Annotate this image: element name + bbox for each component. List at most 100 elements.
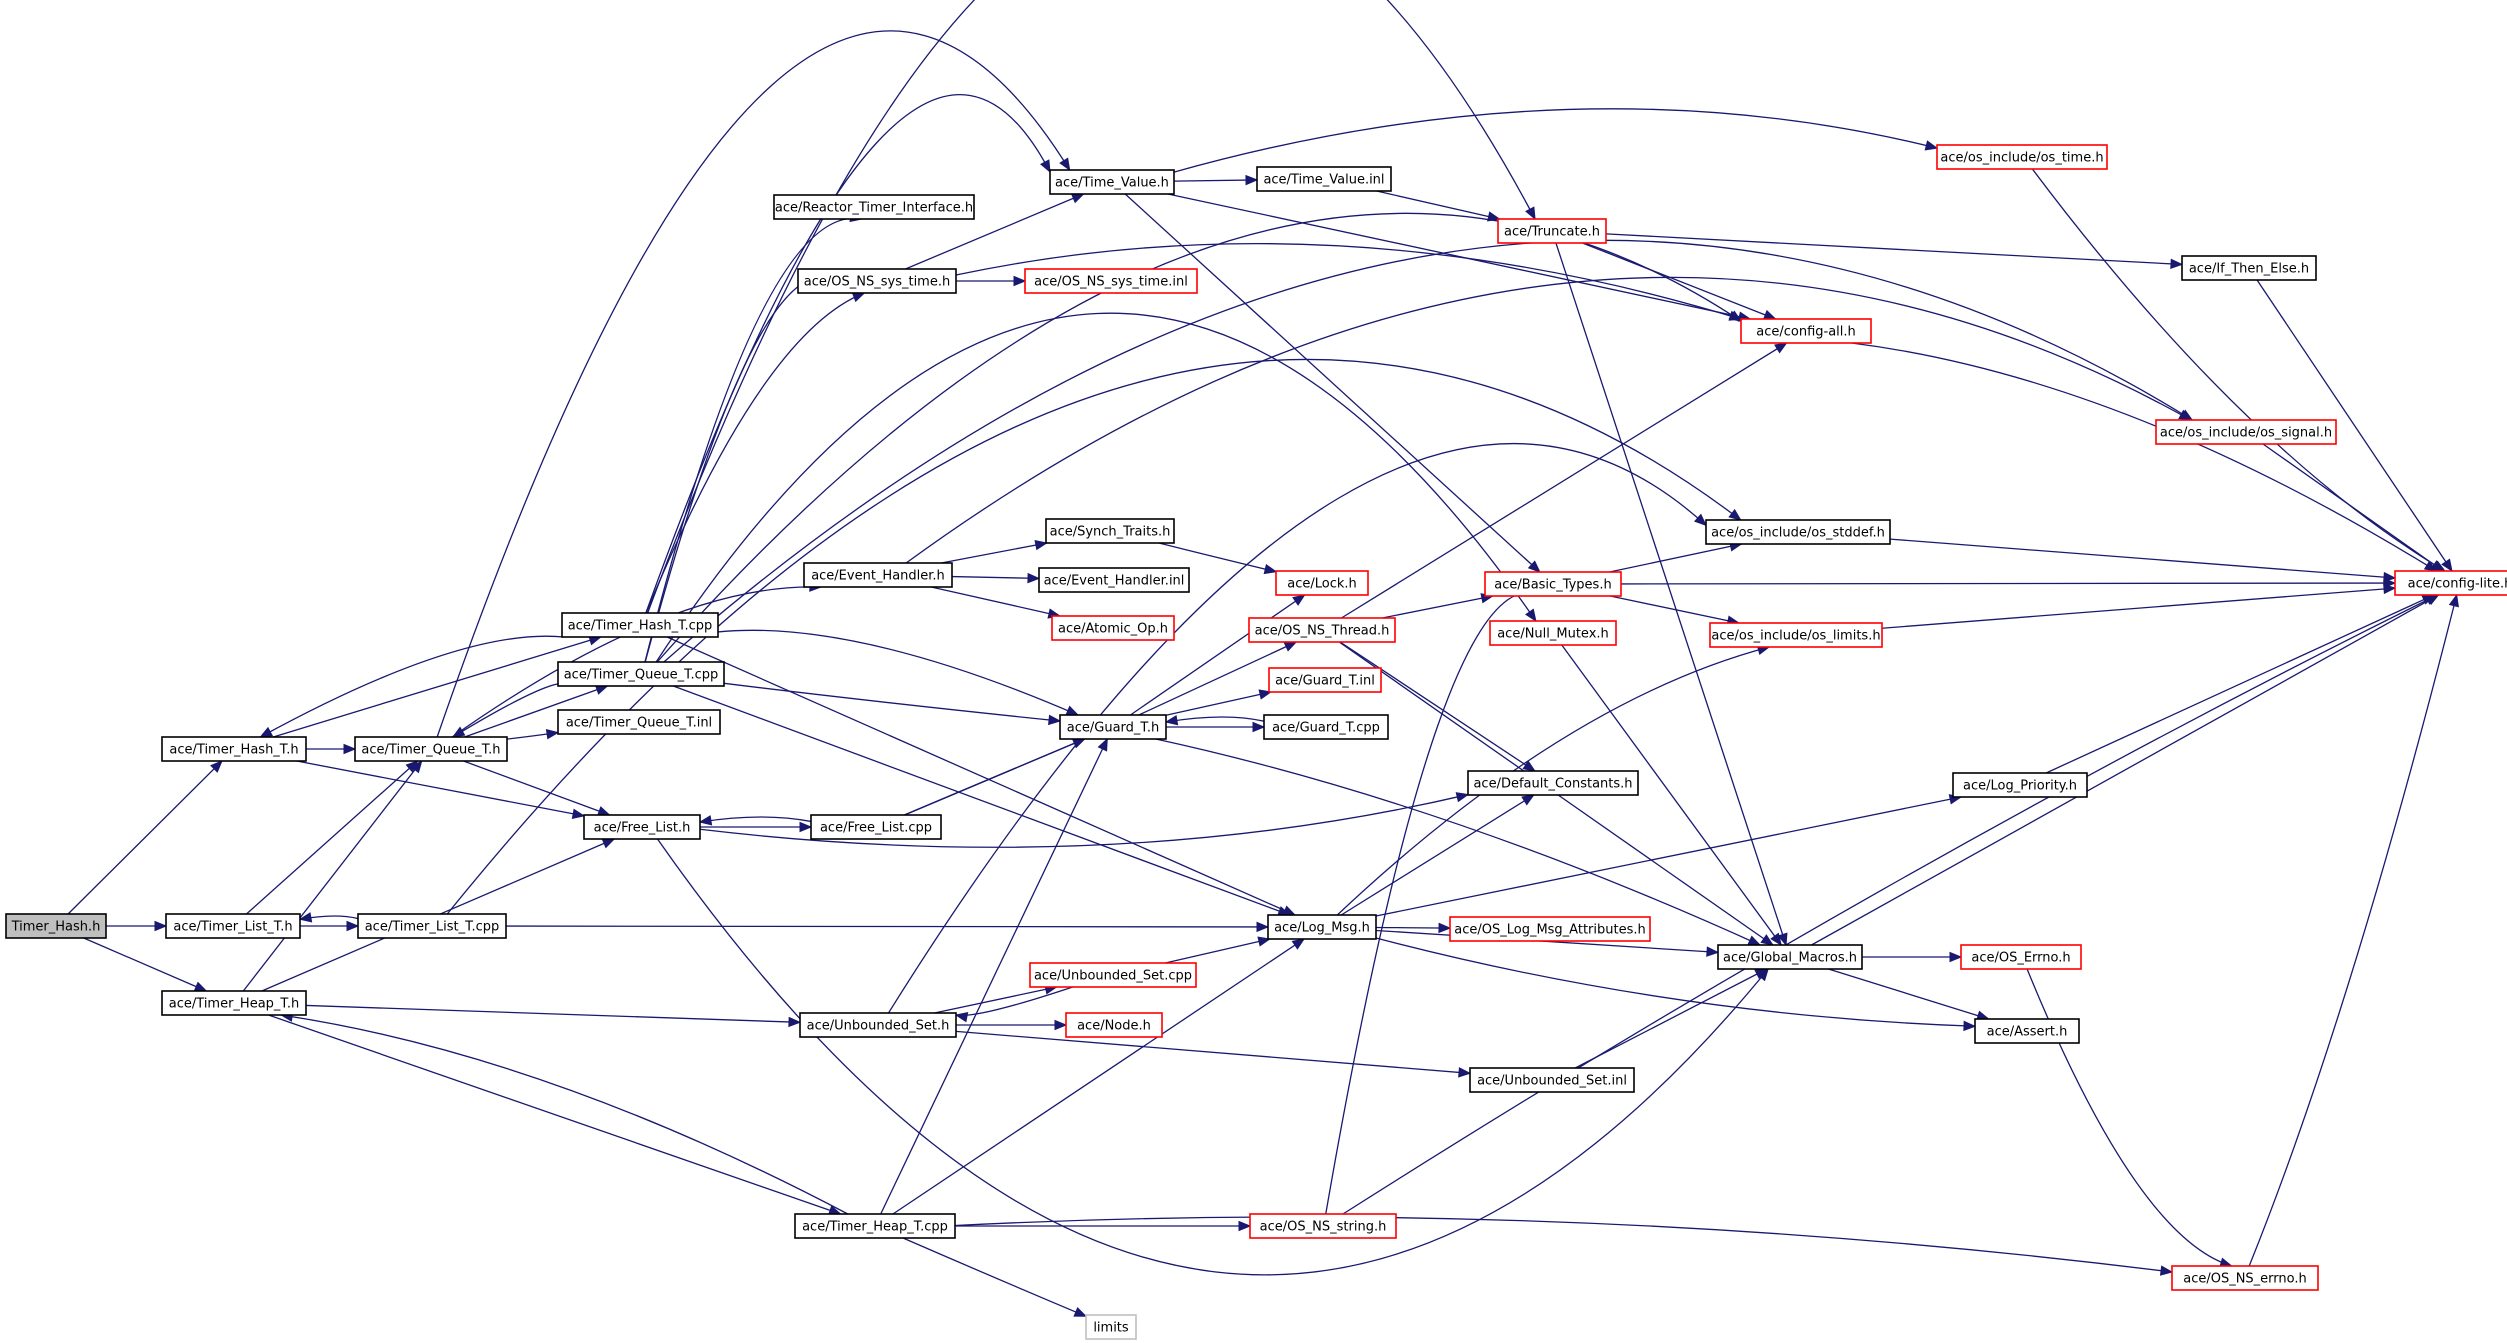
node-unbounded-set-h[interactable]: ace/Unbounded_Set.h bbox=[799, 1012, 957, 1038]
edge-arrowhead bbox=[2441, 558, 2453, 573]
edge-arrowhead bbox=[1762, 309, 1777, 320]
node-label: ace/Guard_T.inl bbox=[1275, 674, 1375, 689]
edge-line bbox=[242, 760, 423, 992]
edge-truncate_h-to-config_all_h bbox=[1582, 242, 1777, 320]
node-event-handler-h[interactable]: ace/Event_Handler.h bbox=[803, 562, 953, 588]
edge-event_handler_h-to-event_handler_inl bbox=[951, 572, 1041, 584]
node-config-all-h[interactable]: ace/config-all.h bbox=[1740, 318, 1872, 344]
node-guard-t-cpp[interactable]: ace/Guard_T.cpp bbox=[1263, 714, 1389, 740]
node-os-limits-h[interactable]: ace/os_include/os_limits.h bbox=[1709, 622, 1883, 648]
edge-arrowhead bbox=[343, 743, 357, 755]
edge-line bbox=[717, 629, 1079, 716]
edge-os_ns_errno_h-to-config_lite_h bbox=[2248, 593, 2459, 1267]
node-timer-hash-t-cpp[interactable]: ace/Timer_Hash_T.cpp bbox=[561, 612, 719, 638]
node-label: ace/Guard_T.cpp bbox=[1272, 721, 1380, 736]
node-log-priority-h[interactable]: ace/Log_Priority.h bbox=[1952, 772, 2088, 798]
edge-line bbox=[699, 816, 812, 823]
edge-line bbox=[1158, 542, 1277, 573]
node-assert-h[interactable]: ace/Assert.h bbox=[1974, 1018, 2080, 1044]
node-os-ns-errno-h[interactable]: ace/OS_NS_errno.h bbox=[2171, 1265, 2319, 1291]
edge-line bbox=[644, 276, 853, 663]
edge-arrowhead bbox=[1065, 705, 1080, 716]
node-timer-queue-t-inl[interactable]: ace/Timer_Queue_T.inl bbox=[557, 709, 721, 735]
node-box bbox=[1268, 667, 1382, 693]
edge-timer_heap_t_h-to-timer_queue_t_h bbox=[242, 759, 423, 992]
node-null-mutex-h[interactable]: ace/Null_Mutex.h bbox=[1489, 620, 1617, 646]
node-timer-list-t-h[interactable]: ace/Timer_List_T.h bbox=[165, 913, 301, 939]
edge-line bbox=[655, 312, 1537, 663]
edge-arrowhead bbox=[1040, 159, 1051, 174]
node-default-constants-h[interactable]: ace/Default_Constants.h bbox=[1467, 770, 1639, 796]
edge-line bbox=[955, 986, 1073, 1017]
node-if-then-else-h[interactable]: ace/If_Then_Else.h bbox=[2181, 255, 2317, 281]
node-timer-heap-t-cpp[interactable]: ace/Timer_Heap_T.cpp bbox=[794, 1213, 956, 1239]
node-time-value-inl[interactable]: ace/Time_Value.inl bbox=[1256, 166, 1392, 192]
node-os-signal-h[interactable]: ace/os_include/os_signal.h bbox=[2155, 419, 2337, 445]
node-timer-hash[interactable]: Timer_Hash.h bbox=[5, 913, 107, 939]
edge-free_list_cpp-to-free_list_h bbox=[698, 815, 812, 826]
node-unbounded-set-inl[interactable]: ace/Unbounded_Set.inl bbox=[1469, 1067, 1635, 1093]
edge-line bbox=[2045, 594, 2435, 774]
node-truncate-h[interactable]: ace/Truncate.h bbox=[1497, 218, 1607, 244]
node-time-value-h[interactable]: ace/Time_Value.h bbox=[1049, 169, 1175, 195]
node-label: ace/Reactor_Timer_Interface.h bbox=[775, 201, 973, 216]
edge-line bbox=[1382, 595, 1493, 619]
edge-arrowhead bbox=[1438, 922, 1452, 934]
node-label: ace/os_include/os_signal.h bbox=[2160, 426, 2332, 441]
edge-arrowhead bbox=[1747, 935, 1762, 946]
edge-arrowhead bbox=[154, 920, 168, 932]
node-label: ace/Timer_Queue_T.inl bbox=[566, 716, 712, 731]
edge-free_list_cpp-to-guard_t_h bbox=[904, 738, 1086, 816]
edge-timer_queue_t_cpp-to-os_signal_h bbox=[663, 239, 2194, 663]
node-label: limits bbox=[1093, 1321, 1129, 1336]
node-event-handler-inl[interactable]: ace/Event_Handler.inl bbox=[1038, 567, 1190, 593]
edge-basic_types_h-to-os_stddef_h bbox=[1609, 541, 1743, 573]
node-free-list-h[interactable]: ace/Free_List.h bbox=[583, 814, 701, 840]
node-label: ace/Free_List.cpp bbox=[820, 821, 932, 836]
node-timer-list-t-cpp[interactable]: ace/Timer_List_T.cpp bbox=[357, 913, 507, 939]
edge-os_ns_thread_h-to-default_constants_h bbox=[1339, 641, 1536, 772]
node-guard-t-h[interactable]: ace/Guard_T.h bbox=[1059, 714, 1167, 740]
node-os-stddef-h[interactable]: ace/os_include/os_stddef.h bbox=[1705, 519, 1891, 545]
node-free-list-cpp[interactable]: ace/Free_List.cpp bbox=[810, 814, 942, 840]
edge-line bbox=[2248, 594, 2458, 1267]
node-os-time-h[interactable]: ace/os_include/os_time.h bbox=[1936, 144, 2108, 170]
node-os-ns-sys-time-h[interactable]: ace/OS_NS_sys_time.h bbox=[797, 268, 957, 294]
edge-timer_heap_t_h-to-unbounded_set_h bbox=[305, 1004, 802, 1028]
edge-line bbox=[955, 243, 1742, 320]
node-timer-heap-t-h[interactable]: ace/Timer_Heap_T.h bbox=[161, 990, 307, 1016]
node-log-msg-h[interactable]: ace/Log_Msg.h bbox=[1267, 914, 1377, 940]
node-atomic-op-h[interactable]: ace/Atomic_Op.h bbox=[1051, 615, 1175, 641]
node-guard-t-inl[interactable]: ace/Guard_T.inl bbox=[1268, 667, 1382, 693]
node-reactor-timer-interface[interactable]: ace/Reactor_Timer_Interface.h bbox=[773, 194, 975, 220]
node-label: ace/Timer_Heap_T.cpp bbox=[802, 1220, 948, 1235]
node-label: ace/config-lite.h bbox=[2408, 577, 2507, 592]
node-timer-queue-t-cpp[interactable]: ace/Timer_Queue_T.cpp bbox=[557, 661, 725, 687]
node-config-lite-h[interactable]: ace/config-lite.h bbox=[2394, 570, 2507, 596]
node-box bbox=[1960, 944, 2082, 970]
node-os-ns-thread-h[interactable]: ace/OS_NS_Thread.h bbox=[1248, 617, 1396, 643]
node-os-errno-h[interactable]: ace/OS_Errno.h bbox=[1960, 944, 2082, 970]
node-synch-traits-h[interactable]: ace/Synch_Traits.h bbox=[1045, 518, 1175, 544]
edge-basic_types_h-to-config_lite_h bbox=[1620, 577, 2397, 589]
edge-line bbox=[2256, 279, 2453, 572]
node-limits[interactable]: limits bbox=[1085, 1314, 1137, 1340]
edge-line bbox=[305, 1004, 801, 1023]
node-box bbox=[1024, 268, 1198, 294]
node-node-h[interactable]: ace/Node.h bbox=[1065, 1012, 1163, 1038]
node-unbounded-set-cpp[interactable]: ace/Unbounded_Set.cpp bbox=[1029, 962, 1197, 988]
edge-timer_hash_t_cpp-to-truncate_h bbox=[647, 0, 1536, 614]
node-box bbox=[1275, 570, 1369, 596]
edge-guard_t_h-to-guard_t_cpp bbox=[1165, 721, 1266, 733]
node-timer-queue-t-h[interactable]: ace/Timer_Queue_T.h bbox=[354, 736, 508, 762]
node-timer-hash-t-h[interactable]: ace/Timer_Hash_T.h bbox=[161, 736, 307, 762]
node-lock-h[interactable]: ace/Lock.h bbox=[1275, 570, 1369, 596]
node-box bbox=[1051, 615, 1175, 641]
node-global-macros-h[interactable]: ace/Global_Macros.h bbox=[1717, 944, 1863, 970]
edge-timer_list_t_h-to-timer_queue_t_h bbox=[245, 760, 419, 915]
node-os-ns-sys-time-inl[interactable]: ace/OS_NS_sys_time.inl bbox=[1024, 268, 1198, 294]
node-os-log-msg-attr-h[interactable]: ace/OS_Log_Msg_Attributes.h bbox=[1449, 916, 1651, 942]
node-basic-types-h[interactable]: ace/Basic_Types.h bbox=[1484, 571, 1622, 597]
node-os-ns-string-h[interactable]: ace/OS_NS_string.h bbox=[1249, 1213, 1397, 1239]
